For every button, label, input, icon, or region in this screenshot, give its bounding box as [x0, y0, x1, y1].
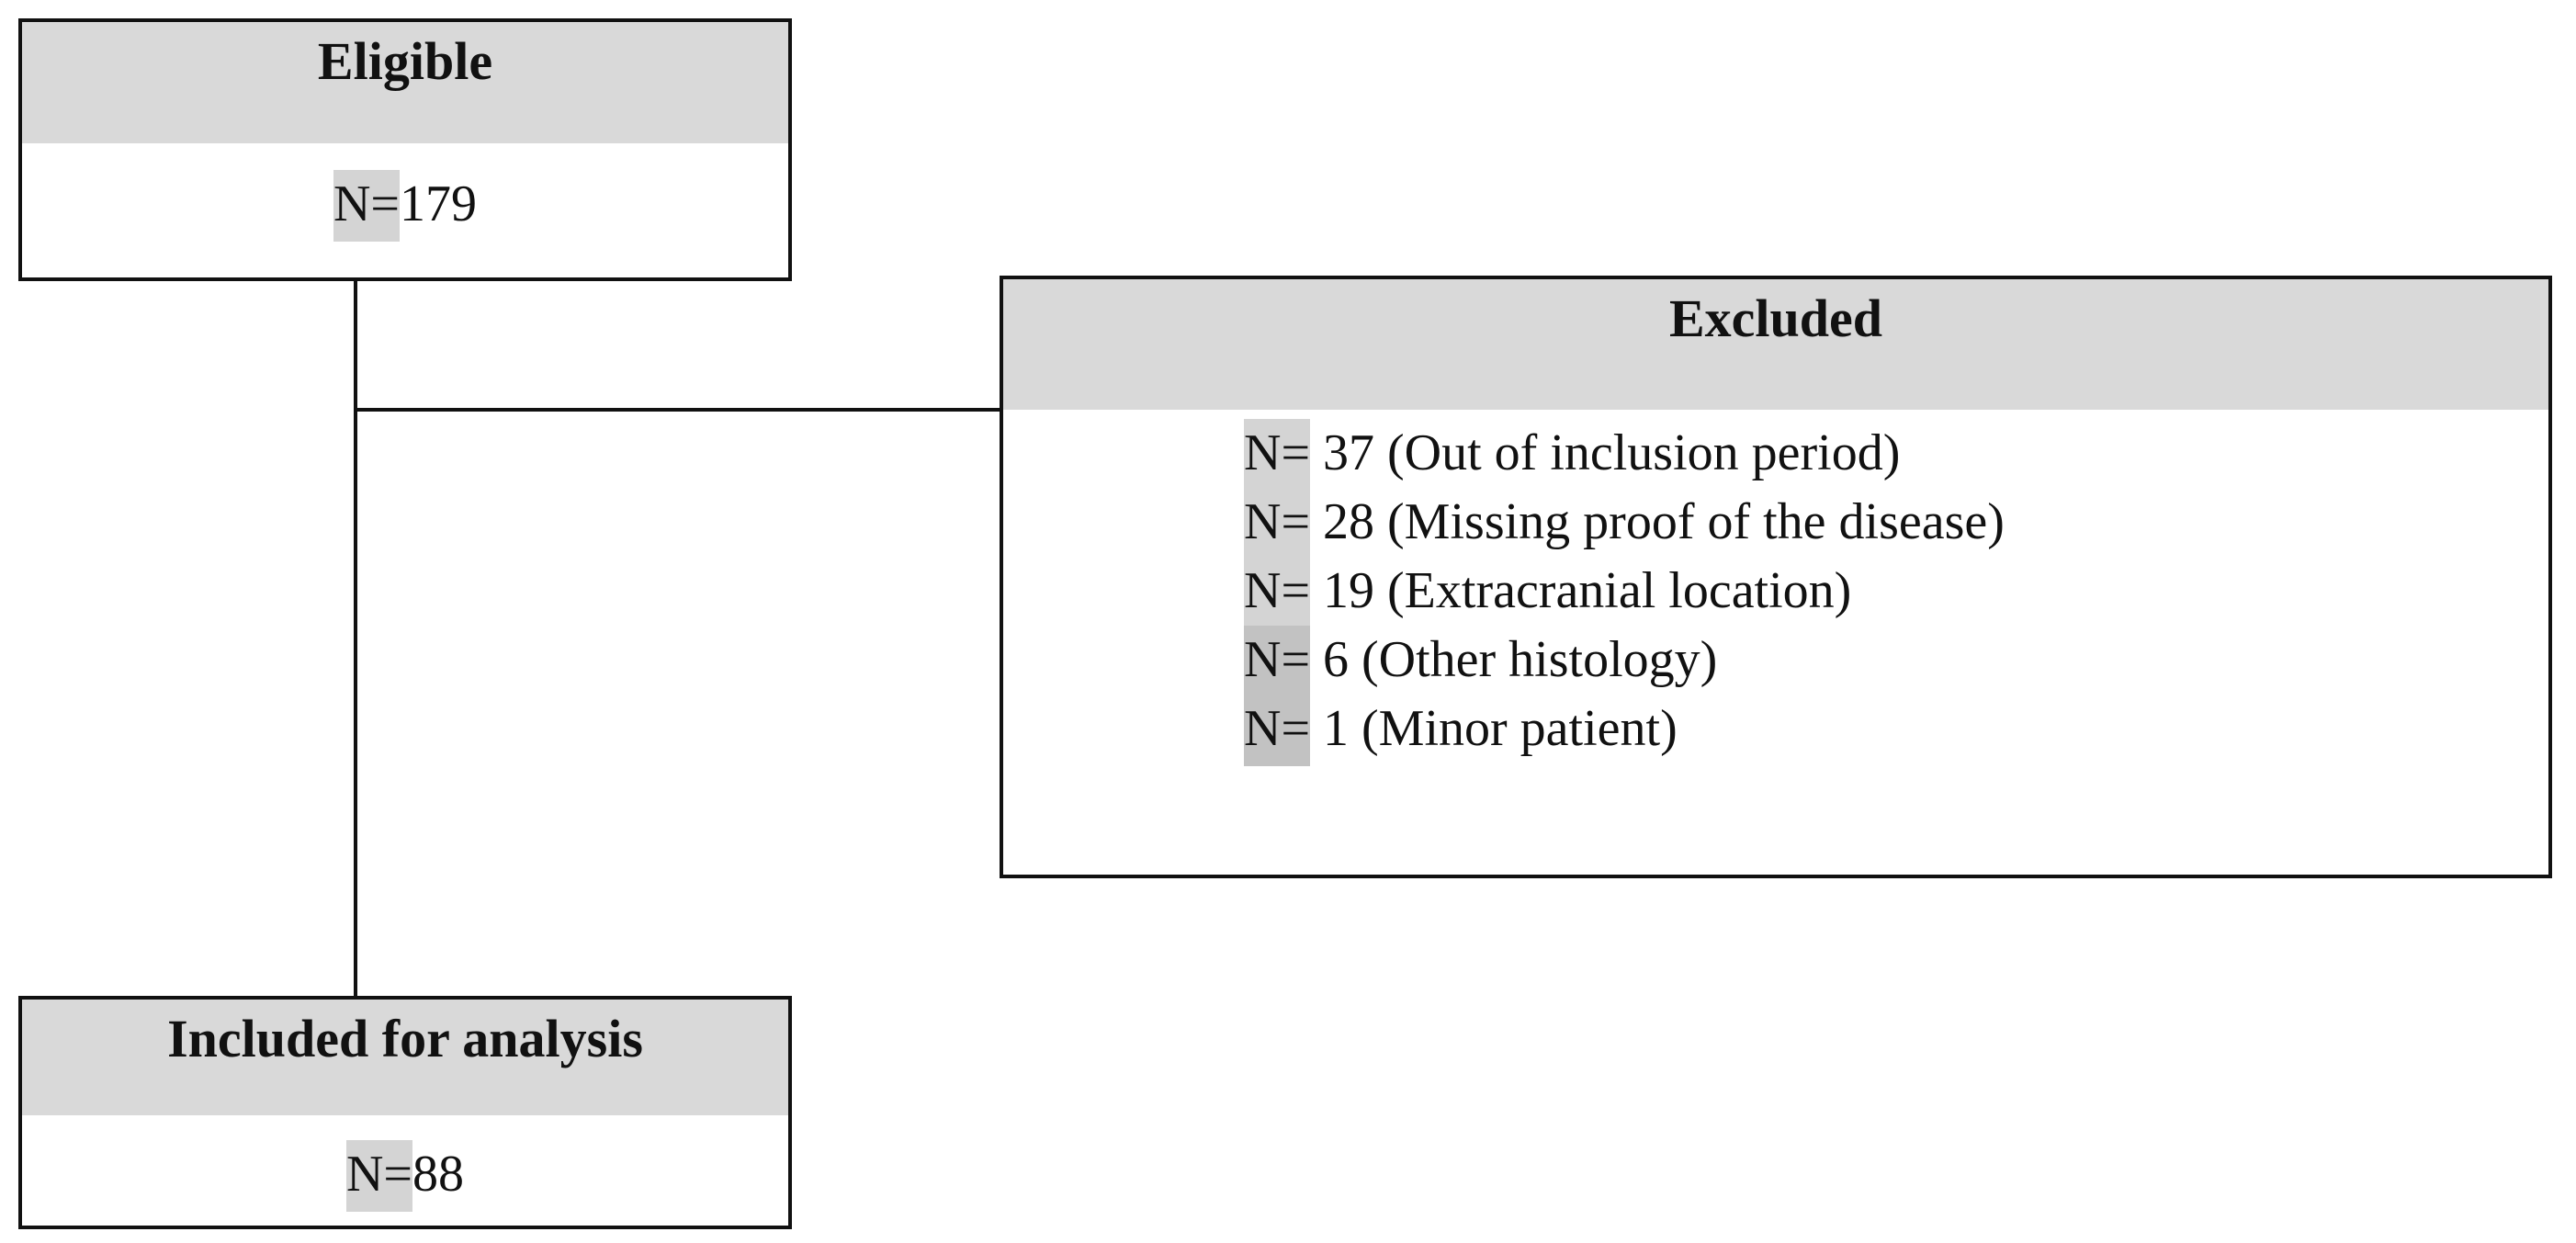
exclusion-n-label: N=	[1244, 488, 1311, 559]
excluded-header: Excluded	[1003, 279, 2548, 410]
exclusion-reason-text: 19 (Extracranial location)	[1310, 562, 1852, 619]
exclusion-reason-text: 37 (Out of inclusion period)	[1310, 424, 1901, 481]
exclusion-n-label: N=	[1244, 695, 1311, 766]
included-header: Included for analysis	[22, 1000, 788, 1115]
included-n-label: N=	[345, 1140, 413, 1212]
included-n-value: 88	[412, 1146, 465, 1203]
exclusion-reason: N= 6 (Other histology)	[1244, 626, 2005, 697]
included-box: Included for analysis N=88	[18, 996, 792, 1229]
exclusion-n-label: N=	[1244, 557, 1311, 628]
included-count: N=88	[22, 1140, 788, 1212]
flow-connector-vertical	[354, 279, 357, 998]
exclusion-reason-text: 1 (Minor patient)	[1310, 700, 1678, 757]
eligible-title: Eligible	[317, 31, 493, 91]
exclusion-reason: N= 19 (Extracranial location)	[1244, 557, 2005, 628]
included-title: Included for analysis	[167, 1009, 643, 1068]
flow-connector-to-excluded	[354, 408, 1001, 412]
exclusion-reason: N= 37 (Out of inclusion period)	[1244, 419, 2005, 491]
exclusion-reason: N= 28 (Missing proof of the disease)	[1244, 488, 2005, 559]
exclusion-n-label: N=	[1244, 419, 1311, 491]
eligible-n-value: 179	[400, 175, 478, 232]
exclusion-n-label: N=	[1244, 626, 1311, 697]
exclusion-reasons-list: N= 37 (Out of inclusion period) N= 28 (M…	[1244, 419, 2005, 766]
eligible-box: Eligible N=179	[18, 18, 792, 281]
excluded-box: Excluded N= 37 (Out of inclusion period)…	[1000, 276, 2552, 878]
eligible-n-label: N=	[333, 170, 401, 242]
exclusion-reason-text: 6 (Other histology)	[1310, 631, 1718, 688]
exclusion-reason-text: 28 (Missing proof of the disease)	[1310, 493, 2005, 550]
excluded-title: Excluded	[1668, 288, 1883, 348]
exclusion-reason: N= 1 (Minor patient)	[1244, 695, 2005, 766]
eligible-count: N=179	[22, 170, 788, 242]
eligible-header: Eligible	[22, 22, 788, 143]
